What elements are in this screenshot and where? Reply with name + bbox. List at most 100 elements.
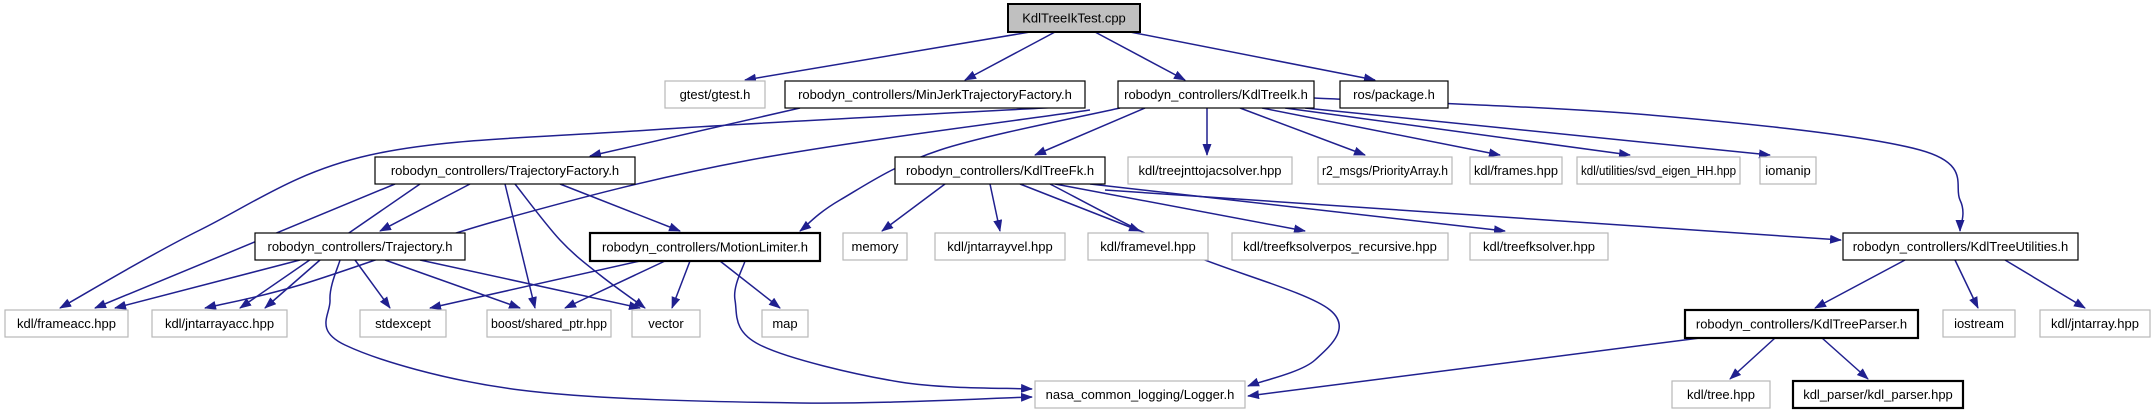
node-box-gtest (664, 80, 766, 109)
node-label-iostream: iostream (1954, 316, 2004, 331)
edge-kdltreefk-to-utilities (1104, 189, 1842, 244)
node-framevel: kdl/framevel.hpp (1087, 232, 1209, 261)
node-kdltreeik[interactable]: robodyn_controllers/KdlTreeIk.h (1117, 80, 1315, 109)
node-label-treehpp: kdl/tree.hpp (1687, 387, 1755, 402)
edge-parser-to-treehpp (1729, 337, 1776, 380)
node-label-gtest: gtest/gtest.h (680, 87, 751, 102)
edge-trajfactory-to-motionlimiter (559, 183, 681, 232)
edge-trajectory-to-logger (325, 259, 1033, 404)
node-label-jntarrayvel: kdl/jntarrayvel.hpp (947, 239, 1053, 254)
node-vector: vector (631, 309, 701, 338)
node-box-priorityarray (1317, 156, 1453, 185)
edge-parser-to-logger (1247, 337, 1701, 400)
node-box-map (761, 309, 809, 338)
node-map: map (761, 309, 809, 338)
node-label-vector: vector (648, 316, 684, 331)
edge-motionlimiter-to-stdexcept (429, 260, 641, 310)
node-box-treehpp (1671, 380, 1771, 409)
node-box-jntarray (2039, 309, 2151, 338)
edge-kdltreeik-to-frames (1261, 107, 1501, 158)
node-utilities[interactable]: robodyn_controllers/KdlTreeUtilities.h (1842, 232, 2079, 261)
node-label-motionlimiter: robodyn_controllers/MotionLimiter.h (602, 240, 808, 255)
edge-test-to-kdltreeik (1094, 31, 1186, 81)
node-label-trajectory: robodyn_controllers/Trajectory.h (268, 239, 453, 254)
node-memory: memory (842, 232, 908, 261)
edge-kdltreeik-to-iomanip (1304, 107, 1771, 159)
edge-parser-to-kdlparser (1821, 337, 1869, 380)
node-label-svd: kdl/utilities/svd_eigen_HH.hpp (1581, 163, 1736, 178)
edge-motionlimiter-to-vector (671, 260, 691, 309)
node-box-minjerk[interactable] (784, 80, 1086, 109)
edge-minjerk-to-trajfactory (589, 107, 801, 158)
edge-trajectory-to-jntarrayacc (264, 259, 321, 309)
node-box-rospackage[interactable] (1339, 80, 1449, 109)
edge-test-to-rospackage (1129, 31, 1376, 83)
node-box-svd (1576, 156, 1741, 185)
edge-kdltreefk-to-treefksolver (1089, 183, 1506, 235)
node-iostream: iostream (1942, 309, 2016, 338)
node-box-utilities[interactable] (1842, 232, 2079, 261)
edge-motionlimiter-to-map (719, 260, 781, 309)
node-box-sharedptr (486, 309, 612, 338)
node-label-kdltreefk: robodyn_controllers/KdlTreeFk.h (906, 163, 1094, 178)
node-label-priorityarray: r2_msgs/PriorityArray.h (1322, 163, 1448, 178)
edge-kdltreeik-to-priorityarray (1239, 107, 1366, 156)
node-label-stdexcept: stdexcept (375, 316, 431, 331)
node-minjerk[interactable]: robodyn_controllers/MinJerkTrajectoryFac… (784, 80, 1086, 109)
node-gtest: gtest/gtest.h (664, 80, 766, 109)
edge-motionlimiter-to-sharedptr (564, 260, 666, 309)
node-frameacc: kdl/frameacc.hpp (4, 309, 129, 338)
node-box-vector (631, 309, 701, 338)
node-label-map: map (772, 316, 797, 331)
node-motionlimiter[interactable]: robodyn_controllers/MotionLimiter.h (588, 231, 822, 263)
node-label-iomanip: iomanip (1765, 163, 1811, 178)
edge-test-to-minjerk (964, 31, 1056, 81)
node-label-trajfactory: robodyn_controllers/TrajectoryFactory.h (391, 163, 619, 178)
node-trajectory[interactable]: robodyn_controllers/Trajectory.h (254, 232, 466, 261)
node-box-parser[interactable] (1683, 308, 1920, 340)
edge-trajectory-to-stdexcept (354, 259, 391, 309)
node-label-treejnttojac: kdl/treejnttojacsolver.hpp (1138, 163, 1281, 178)
node-parser[interactable]: robodyn_controllers/KdlTreeParser.h (1683, 308, 1920, 340)
edge-utilities-to-jntarray (2004, 259, 2086, 309)
node-treefksolver: kdl/treefksolver.hpp (1469, 232, 1609, 261)
node-box-kdltreefk[interactable] (894, 156, 1106, 185)
node-box-motionlimiter[interactable] (588, 231, 822, 263)
edge-trajfactory-to-sharedptr (504, 183, 537, 309)
node-label-sharedptr: boost/shared_ptr.hpp (491, 316, 607, 331)
node-jntarrayvel: kdl/jntarrayvel.hpp (934, 232, 1066, 261)
graph-edges (59, 31, 2086, 404)
node-label-frames: kdl/frames.hpp (1474, 163, 1558, 178)
edge-motionlimiter-to-logger (733, 260, 1033, 393)
edge-utilities-to-parser (1814, 259, 1906, 309)
node-box-trajectory[interactable] (254, 232, 466, 261)
edge-kdltreefk-to-logger (1049, 183, 1340, 387)
node-test: KdlTreeIkTest.cpp (1007, 3, 1141, 33)
edge-trajectory-to-sharedptr (384, 259, 521, 309)
node-kdltreefk[interactable]: robodyn_controllers/KdlTreeFk.h (894, 156, 1106, 185)
edge-kdltreefk-to-treefkrec (1054, 183, 1306, 234)
edge-minjerk-to-jntarrayacc (204, 109, 1091, 310)
node-box-treejnttojac (1127, 156, 1293, 185)
graph-nodes: KdlTreeIkTest.cpp gtest/gtest.h robodyn_co… (4, 3, 2151, 410)
node-box-kdlparser[interactable] (1791, 379, 1965, 410)
node-label-jntarrayacc: kdl/jntarrayacc.hpp (165, 316, 274, 331)
node-frames: kdl/frames.hpp (1469, 156, 1563, 185)
edge-kdltreefk-to-jntarrayvel (989, 183, 1003, 232)
node-trajfactory[interactable]: robodyn_controllers/TrajectoryFactory.h (374, 156, 636, 185)
node-box-kdltreeik[interactable] (1117, 80, 1315, 109)
node-box-trajfactory[interactable] (374, 156, 636, 185)
node-label-treefkrec: kdl/treefksolverpos_recursive.hpp (1243, 239, 1437, 254)
node-rospackage[interactable]: ros/package.h (1339, 80, 1449, 109)
node-box-treefksolver (1469, 232, 1609, 261)
node-jntarrayacc: kdl/jntarrayacc.hpp (151, 309, 288, 338)
node-box-jntarrayacc (151, 309, 288, 338)
node-box-memory (842, 232, 908, 261)
node-jntarray: kdl/jntarray.hpp (2039, 309, 2151, 338)
node-label-memory: memory (852, 239, 899, 254)
edge-kdltreefk-to-memory (881, 183, 946, 232)
node-kdlparser[interactable]: kdl_parser/kdl_parser.hpp (1791, 379, 1965, 410)
edge-kdltreeik-to-utilities (1313, 97, 1965, 232)
